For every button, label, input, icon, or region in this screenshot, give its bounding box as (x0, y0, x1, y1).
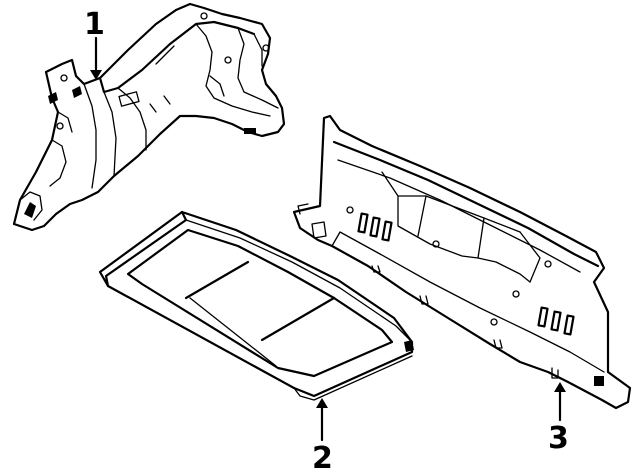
callout-number: 2 (312, 441, 333, 473)
quarter-trim-panel (12, 2, 286, 232)
leader-lines (90, 36, 566, 442)
package-tray (98, 210, 414, 401)
rear-panel-trim (292, 114, 632, 410)
callout-number: 3 (548, 421, 569, 456)
callout-number: 1 (84, 7, 105, 42)
